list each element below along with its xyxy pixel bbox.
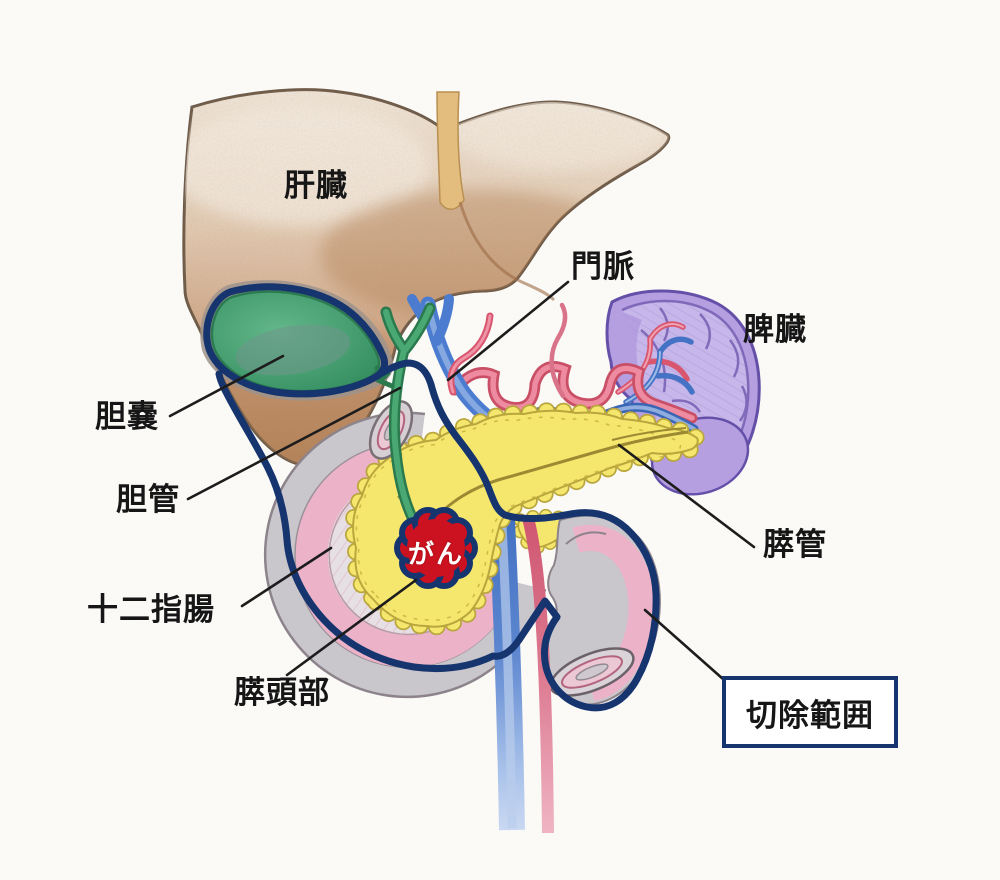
liver-label: 肝臓 — [284, 168, 348, 203]
resection-extent-label: 切除範囲 — [746, 697, 874, 733]
bile-duct-vessel — [374, 302, 436, 539]
cancer-label: がん — [407, 539, 464, 569]
gallbladder-label: 胆嚢 — [95, 399, 159, 434]
gastric-artery — [549, 302, 568, 399]
pancreatic-duct-pointer — [617, 443, 756, 549]
gallbladder-pointer — [168, 354, 285, 418]
portal-vein-pointer — [446, 280, 570, 382]
resection-outline — [203, 283, 660, 712]
pointer-lines — [168, 280, 756, 681]
pancreatic-duct-label: 膵管 — [763, 527, 827, 562]
splenic-hilum-vessels — [615, 321, 695, 405]
bile-duct-label: 胆管 — [116, 482, 180, 517]
hepatic-artery — [447, 312, 494, 396]
jejunum-stump-shape — [542, 514, 661, 706]
duodenum-label: 十二指腸 — [87, 592, 215, 627]
portal-vein-label: 門脈 — [571, 249, 635, 284]
pancreatic-head-label: 膵頭部 — [234, 675, 330, 710]
cancer-mass — [394, 507, 478, 589]
resection-pointer — [643, 608, 725, 681]
superior-mesenteric-artery — [522, 516, 554, 834]
bile-duct-pointer — [186, 386, 402, 501]
falciform-ligament — [436, 91, 465, 210]
splenic-artery — [449, 361, 698, 424]
pancreatic-head-pointer — [285, 578, 418, 677]
resection-extent-box: 切除範囲 — [722, 676, 898, 748]
duodenum-pointer — [240, 546, 333, 608]
spleen-label: 脾臓 — [743, 312, 807, 347]
